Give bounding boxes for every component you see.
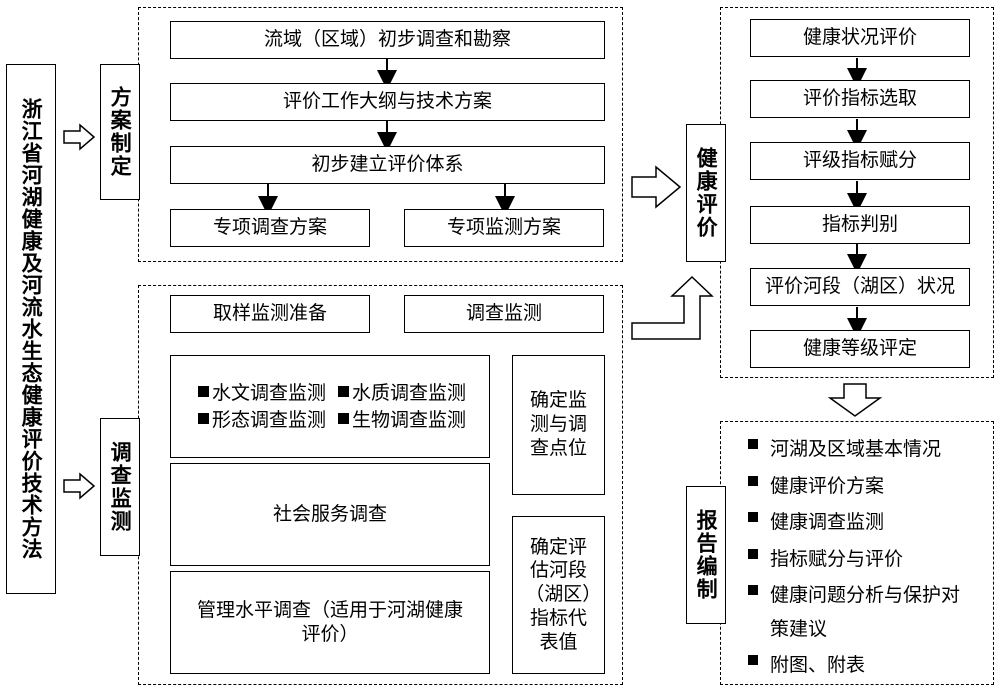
plan-step-evaluation-system: 初步建立评价体系 (170, 146, 605, 184)
square-bullet-icon (197, 385, 209, 397)
plan-special-survey: 专项调查方案 (170, 209, 370, 247)
list-item: 附图、附表 (748, 648, 993, 685)
survey-to-evaluation-arrow (631, 275, 714, 340)
square-bullet-icon (338, 412, 350, 424)
square-bullet-icon (748, 585, 758, 595)
item-hydrology: 水文调查监测 (211, 381, 326, 404)
survey-sampling-prep: 取样监测准备 (170, 295, 370, 333)
plan-special-monitoring: 专项监测方案 (404, 209, 604, 247)
eval-step-health-status: 健康状况评价 (750, 19, 970, 57)
survey-management-level: 管理水平调查（适用于河湖健康评价） (170, 571, 490, 674)
plan-section-label: 方案制定 (100, 64, 140, 200)
eval-step-grade-rating: 健康等级评定 (750, 330, 970, 368)
list-item: 河湖及区域基本情况 (748, 432, 993, 469)
list-item: 健康评价方案 (748, 469, 993, 506)
report-section-label: 报告编制 (686, 486, 726, 624)
title-to-survey-arrow (63, 472, 96, 500)
plan-to-evaluation-arrow (631, 165, 682, 209)
item-biology: 生物调查监测 (352, 408, 467, 431)
plan-step-work-outline: 评价工作大纲与技术方案 (170, 83, 605, 121)
plan-step-basin-survey: 流域（区域）初步调查和勘察 (170, 21, 605, 59)
report-item-list: 河湖及区域基本情况 健康评价方案 健康调查监测 指标赋分与评价 健康问题分析与保… (748, 432, 993, 685)
list-item: 健康问题分析与保护对策建议 (748, 578, 993, 648)
block-arrows (63, 123, 883, 500)
plan-arrows (258, 58, 515, 216)
item-water-quality: 水质调查监测 (352, 381, 467, 404)
list-item: 健康调查监测 (748, 505, 993, 542)
square-bullet-icon (338, 385, 350, 397)
survey-section-label: 调查监测 (100, 418, 140, 556)
item-morphology: 形态调查监测 (211, 408, 326, 431)
square-bullet-icon (748, 548, 758, 559)
survey-point-determination: 确定监测与调查点位 (512, 355, 605, 495)
survey-monitoring-items: 水文调查监测 水质调查监测 形态调查监测 生物调查监测 (170, 355, 490, 458)
title-to-plan-arrow (63, 123, 96, 151)
square-bullet-icon (748, 512, 758, 522)
list-item: 指标赋分与评价 (748, 542, 993, 579)
main-title: 浙江省河湖健康及河流水生态健康评价技术方法 (6, 64, 56, 594)
evaluation-section (720, 7, 994, 378)
square-bullet-icon (748, 439, 758, 449)
survey-social-service: 社会服务调查 (170, 463, 490, 566)
eval-step-indicator-judgment: 指标判别 (750, 206, 970, 244)
evaluation-section-label: 健康评价 (686, 124, 726, 262)
survey-representative-values: 确定评估河段（湖区）指标代表值 (512, 516, 605, 674)
survey-monitoring: 调查监测 (404, 295, 604, 333)
eval-step-indicator-selection: 评价指标选取 (750, 80, 970, 118)
square-bullet-icon (197, 412, 209, 424)
eval-step-indicator-scoring: 评级指标赋分 (750, 142, 970, 180)
evaluation-to-report-arrow (827, 383, 883, 417)
square-bullet-icon (748, 655, 758, 665)
square-bullet-icon (748, 475, 758, 486)
eval-step-reach-status: 评价河段（湖区）状况 (750, 268, 970, 306)
